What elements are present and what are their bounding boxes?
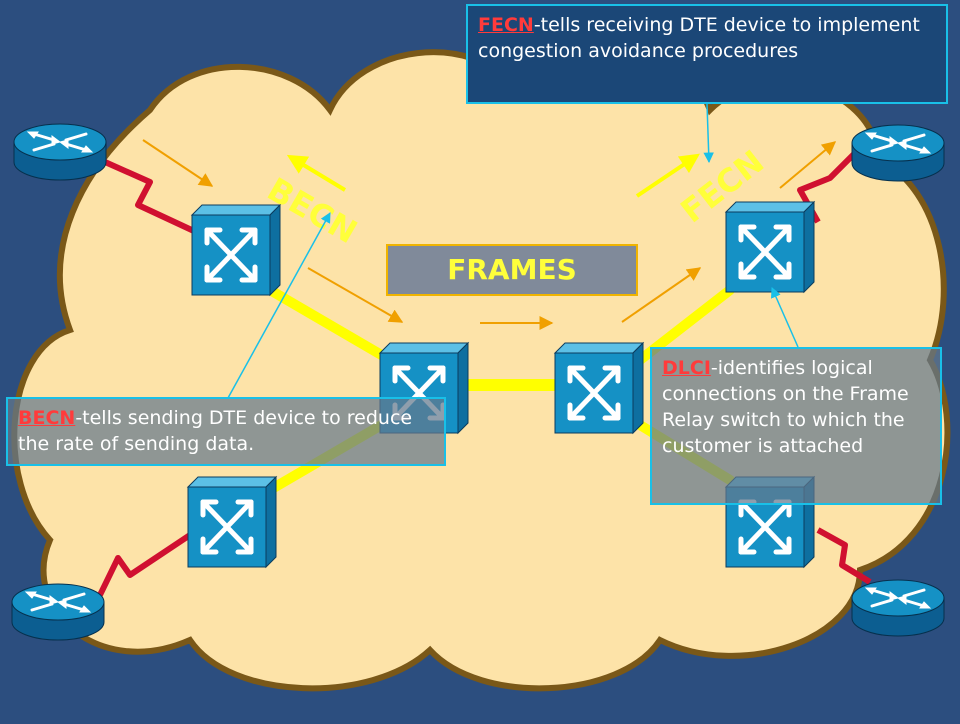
fecn-keyword: FECN	[478, 14, 534, 36]
dlci-callout: DLCI-identifies logical connections on t…	[650, 347, 942, 505]
dlci-keyword: DLCI	[662, 357, 711, 379]
becn-callout: BECN-tells sending DTE device to reduce …	[6, 397, 446, 466]
frame-relay-switch-icon[interactable]	[192, 205, 280, 295]
dlci-description: -identifies logical connections on the F…	[662, 357, 909, 457]
fecn-arrow	[635, 153, 700, 198]
becn-description: -tells sending DTE device to reduce the …	[18, 407, 413, 455]
frame-relay-switch-icon[interactable]	[726, 202, 814, 292]
frame-flow-arrows	[142, 139, 837, 330]
router-icon[interactable]	[12, 122, 108, 182]
router-icon[interactable]	[10, 582, 106, 642]
frame-relay-switch-icon[interactable]	[555, 343, 643, 433]
callout-pointers	[227, 103, 799, 399]
becn-arrow	[286, 154, 347, 192]
fecn-description: -tells receiving DTE device to implement…	[478, 14, 920, 62]
frame-relay-switch-icon[interactable]	[188, 477, 276, 567]
router-icon[interactable]	[850, 578, 946, 638]
fecn-callout: FECN-tells receiving DTE device to imple…	[466, 4, 948, 104]
frames-label: FRAMES	[386, 244, 638, 296]
becn-keyword: BECN	[18, 407, 76, 429]
router-icon[interactable]	[850, 123, 946, 183]
